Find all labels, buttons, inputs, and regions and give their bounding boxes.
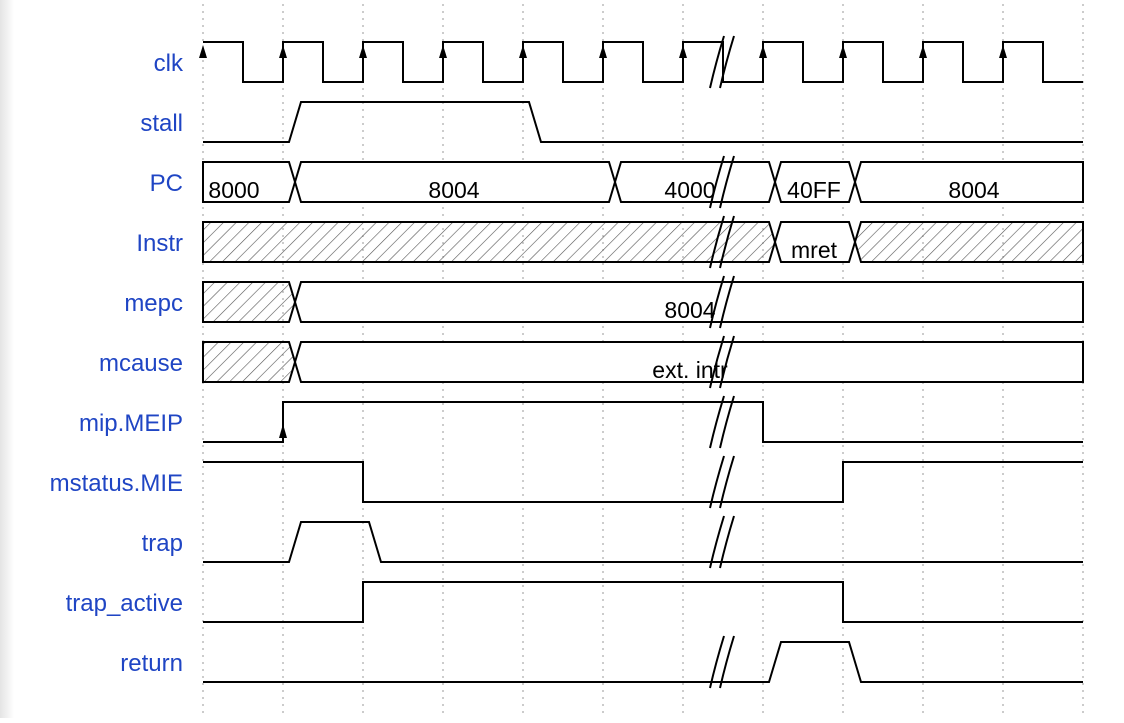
clk-rising-arrow-5	[599, 45, 607, 58]
pc-value-4: 40FF	[787, 177, 841, 203]
pc-bus-segment-1	[293, 161, 617, 203]
waveforms	[199, 41, 1084, 683]
clk-rising-arrow-3	[439, 45, 447, 58]
label-mcause: mcause	[99, 350, 183, 377]
clk-rising-arrow-10	[999, 45, 1007, 58]
clk-wave	[203, 41, 1083, 83]
break-line-1	[709, 215, 725, 269]
break-mark-row-5	[709, 335, 735, 389]
break-line-1	[709, 275, 725, 329]
pc-value-3: 4000	[664, 177, 715, 203]
mepc-value: 8004	[664, 297, 715, 323]
label-instr: Instr	[136, 230, 183, 257]
pc-bus-segment-3	[773, 161, 857, 203]
break-line-1	[709, 335, 725, 389]
break-mark-row-2	[709, 155, 735, 209]
clk-rising-arrow-1	[279, 45, 287, 58]
pc-value-2: 8004	[428, 177, 479, 203]
pc-value-5: 8004	[948, 177, 999, 203]
break-mark-row-7	[709, 455, 735, 509]
instr-bus	[202, 221, 1084, 263]
label-trap: trap	[142, 530, 183, 557]
mepc-bus	[202, 281, 1084, 323]
break-line-2	[719, 455, 735, 509]
mepc-bus-segment-0	[202, 281, 297, 323]
label-stall: stall	[140, 110, 183, 137]
clk-rising-arrow-6	[679, 45, 687, 58]
clk-rising-arrow-9	[919, 45, 927, 58]
pc-bus-segment-4	[853, 161, 1084, 203]
signal-labels: clk stall PC Instr mepc mcause mip.MEIP …	[50, 50, 184, 677]
instr-bus-segment-1	[773, 221, 857, 263]
clk-rising-arrow-8	[839, 45, 847, 58]
break-mark-row-4	[709, 275, 735, 329]
break-line-2	[719, 395, 735, 449]
instr-bus-segment-2	[853, 221, 1084, 263]
break-line-1	[709, 395, 725, 449]
label-return: return	[120, 650, 183, 677]
instr-value-mret: mret	[791, 237, 838, 263]
label-pc: PC	[150, 170, 183, 197]
break-mark-row-3	[709, 215, 735, 269]
break-line-2	[719, 335, 735, 389]
break-line-1	[709, 35, 725, 89]
mepc-bus-segment-1	[293, 281, 1084, 323]
break-line-2	[719, 515, 735, 569]
break-line-1	[709, 515, 725, 569]
clk-rising-arrow-4	[519, 45, 527, 58]
clk-rising-arrow-2	[359, 45, 367, 58]
break-mark-row-6	[709, 395, 735, 449]
return-wave	[203, 641, 1083, 683]
mcause-value: ext. intr	[652, 357, 728, 383]
clk-rising-arrow-7	[759, 45, 767, 58]
break-line-1	[709, 155, 725, 209]
break-line-2	[719, 35, 735, 89]
break-mark-row-10	[709, 635, 735, 689]
instr-bus-segment-0	[202, 221, 777, 263]
clk-rising-arrow-0	[199, 45, 207, 58]
mip-meip-wave	[203, 401, 1083, 443]
pc-bus-segment-2	[613, 161, 777, 203]
stall-wave	[203, 101, 1083, 143]
time-break-marks	[709, 35, 735, 689]
mip-meip-rising-arrow	[279, 424, 287, 438]
bus-values: 8000 8004 4000 40FF 8004 mret 8004 ext. …	[208, 177, 999, 383]
label-mepc: mepc	[124, 290, 183, 317]
trap-active-wave	[203, 581, 1083, 623]
break-line-1	[709, 635, 725, 689]
break-line-2	[719, 155, 735, 209]
break-line-2	[719, 215, 735, 269]
break-line-2	[719, 275, 735, 329]
mcause-bus-segment-1	[293, 341, 1084, 383]
mcause-bus-segment-0	[202, 341, 297, 383]
pc-value-1: 8000	[208, 177, 259, 203]
break-line-2	[719, 635, 735, 689]
label-clk: clk	[154, 50, 184, 77]
label-mstatus-mie: mstatus.MIE	[50, 470, 183, 497]
break-mark-row-0	[709, 35, 735, 89]
pc-bus	[202, 161, 1084, 203]
break-mark-row-8	[709, 515, 735, 569]
label-trap-active: trap_active	[66, 590, 183, 617]
window-edge	[0, 0, 14, 718]
trap-wave	[203, 521, 1083, 563]
mcause-bus	[202, 341, 1084, 383]
break-line-1	[709, 455, 725, 509]
pc-bus-segment-0	[202, 161, 297, 203]
label-mip-meip: mip.MEIP	[79, 410, 183, 437]
mstatus-mie-wave	[203, 461, 1083, 503]
